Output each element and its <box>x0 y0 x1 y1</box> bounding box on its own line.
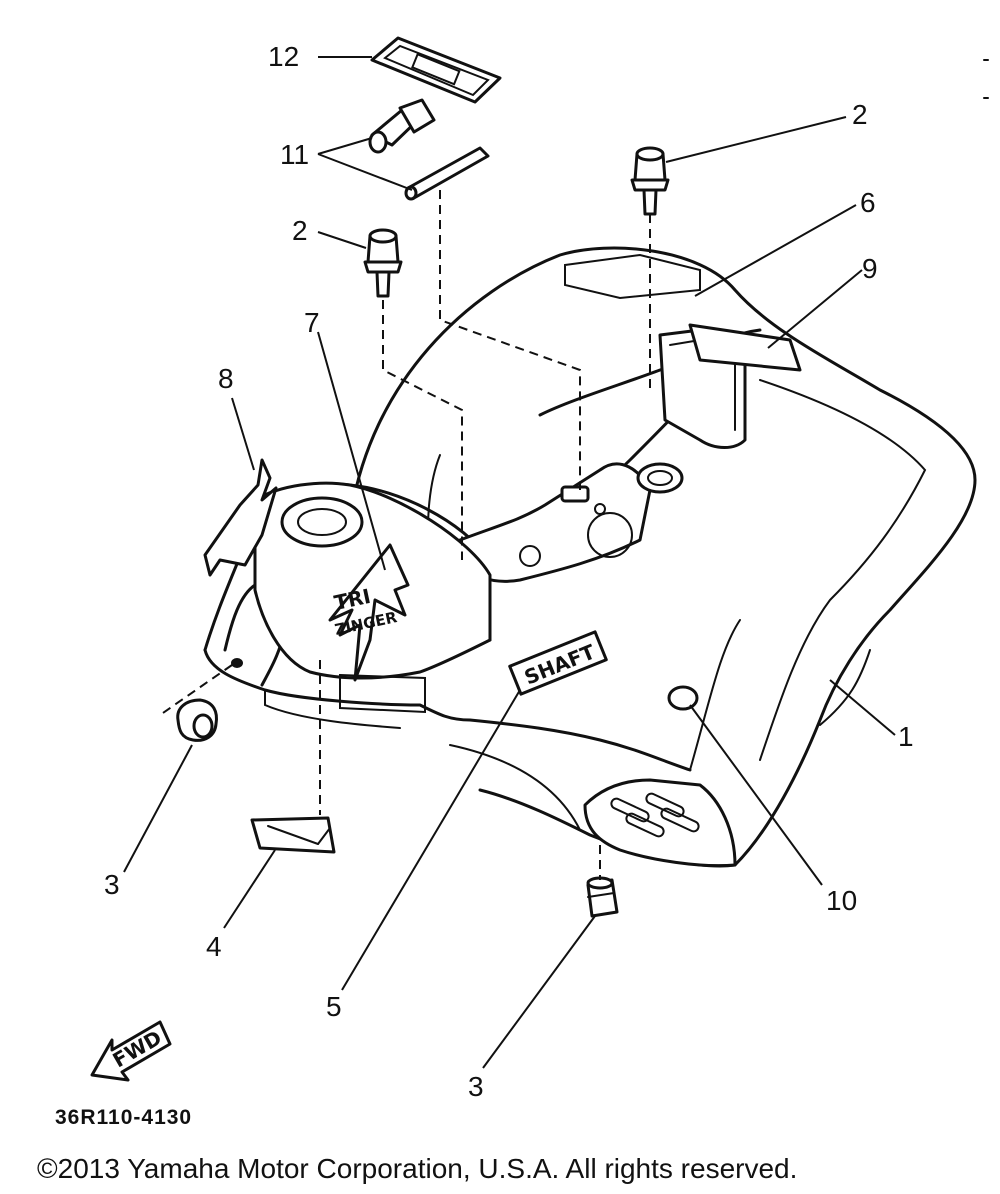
callout-9: 9 <box>862 253 878 284</box>
callout-6: 6 <box>860 187 876 218</box>
grommet-3a <box>176 698 218 742</box>
front-tank: TRI ZINGER <box>231 481 492 714</box>
callout-3b: 3 <box>468 1071 484 1102</box>
strap-12 <box>370 36 502 104</box>
damper-10 <box>667 685 699 711</box>
callout-8: 8 <box>218 363 234 394</box>
fwd-label: FWD <box>109 1025 166 1072</box>
callout-11: 11 <box>280 139 309 170</box>
callout-3a: 3 <box>104 869 120 900</box>
callout-2a: 2 <box>292 215 308 246</box>
fwd-arrow: FWD <box>90 1020 172 1082</box>
decal-4 <box>250 816 336 854</box>
callout-4: 4 <box>206 931 222 962</box>
callout-7: 7 <box>304 307 320 338</box>
callout-10: 10 <box>826 885 857 916</box>
part-number: 36R110-4130 <box>55 1106 192 1129</box>
callout-12: 12 <box>268 41 299 72</box>
callout-1: 1 <box>898 721 914 752</box>
screw-2a <box>363 228 403 298</box>
callout-5: 5 <box>326 991 342 1022</box>
assembly-lines <box>159 190 651 880</box>
screw-2b <box>630 146 670 216</box>
footrest-ribs <box>610 792 700 838</box>
callout-2b: 2 <box>852 99 868 130</box>
copyright-notice: ©2013 Yamaha Motor Corporation, U.S.A. A… <box>37 1153 797 1184</box>
shaft-decal: SHAFT <box>508 630 608 696</box>
leader-lines <box>123 56 896 1069</box>
bolt-pin-11 <box>368 98 490 201</box>
decal-8 <box>203 458 278 577</box>
fender-body <box>203 246 977 868</box>
grommet-3b <box>586 876 619 918</box>
callouts: 12 11 2 2 6 9 7 8 1 10 3 4 5 3 <box>104 41 914 1102</box>
